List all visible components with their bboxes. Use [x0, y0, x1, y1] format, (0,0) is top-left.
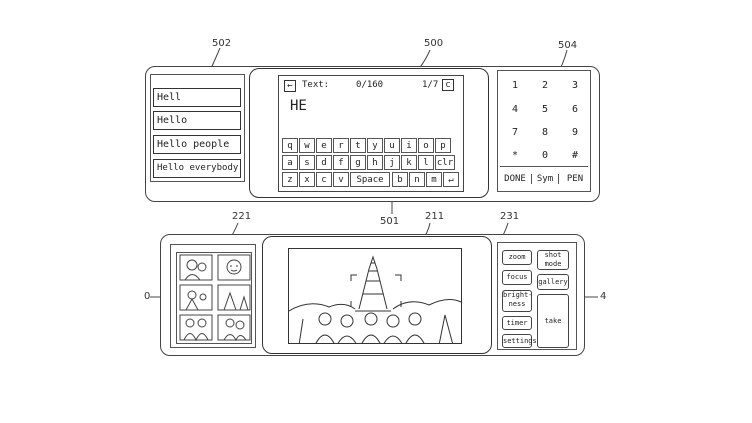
shot-mode-button[interactable]: shot mode [537, 250, 569, 270]
key[interactable]: a [282, 155, 298, 170]
gallery-button[interactable]: gallery [537, 274, 569, 290]
key[interactable]: d [316, 155, 332, 170]
preview-photo [289, 255, 461, 343]
ref-221: 221 [232, 211, 252, 222]
ref-211: 211 [425, 211, 445, 222]
numpad-key[interactable]: 6 [571, 104, 579, 115]
char-counter: 0/160 [356, 80, 384, 90]
numpad-key[interactable]: 5 [541, 104, 549, 115]
key[interactable]: k [401, 155, 417, 170]
text-label: Text: [302, 80, 330, 90]
thumbnail-images [179, 254, 251, 342]
key[interactable]: s [299, 155, 315, 170]
numpad-key[interactable]: 7 [511, 127, 519, 138]
key[interactable]: w [299, 138, 315, 153]
numpad-divider [500, 166, 588, 167]
clear-key[interactable]: clr [435, 155, 455, 170]
done-button[interactable]: DONE [504, 174, 526, 184]
key[interactable]: y [367, 138, 383, 153]
key[interactable]: u [384, 138, 400, 153]
thumbnail-image [217, 284, 251, 311]
camera-preview [288, 248, 462, 344]
thumbnail-image [217, 314, 251, 341]
ref-231: 231 [500, 211, 520, 222]
key[interactable]: r [333, 138, 349, 153]
thumbnail-image [217, 254, 251, 281]
key[interactable]: c [316, 172, 332, 187]
ref-right: 4 [600, 291, 607, 302]
key[interactable]: v [333, 172, 349, 187]
suggestion-item[interactable]: Hello people [153, 135, 241, 154]
close-icon[interactable]: c [442, 79, 454, 91]
numpad-key[interactable]: 4 [511, 104, 519, 115]
key[interactable]: n [409, 172, 425, 187]
numpad-key[interactable]: 0 [541, 150, 549, 161]
numpad-key[interactable]: 3 [571, 80, 579, 91]
back-arrow-icon[interactable]: ← [284, 80, 296, 92]
ref-504: 504 [558, 40, 578, 51]
thumbnail-image [179, 254, 213, 281]
focus-frame [350, 274, 402, 307]
typed-text[interactable]: HE [290, 98, 307, 114]
thumbnail-grid [176, 252, 252, 344]
brightness-button[interactable]: bright-ness [502, 290, 533, 312]
key[interactable]: b [392, 172, 408, 187]
zoom-button[interactable]: zoom [502, 250, 532, 265]
numpad-panel [497, 70, 591, 192]
suggestion-item[interactable]: Hello everybody [153, 159, 241, 178]
thumbnail-image [179, 284, 213, 311]
thumbnail-panel [170, 244, 256, 348]
thumbnail-image [179, 314, 213, 341]
ref-left: 0 [144, 291, 151, 302]
timer-button[interactable]: timer [502, 316, 532, 330]
numpad-key[interactable]: 9 [571, 127, 579, 138]
key[interactable]: i [401, 138, 417, 153]
focus-button[interactable]: focus [502, 270, 532, 285]
key[interactable]: o [418, 138, 434, 153]
key[interactable]: g [350, 155, 366, 170]
suggestion-item[interactable]: Hello [153, 111, 241, 130]
key[interactable]: t [350, 138, 366, 153]
page-indicator: 1/7 [422, 80, 439, 90]
key[interactable]: j [384, 155, 400, 170]
numpad-key[interactable]: 1 [511, 80, 519, 91]
key[interactable]: l [418, 155, 434, 170]
tower-outline [358, 255, 388, 310]
pen-button[interactable]: PEN [566, 174, 584, 184]
key[interactable]: q [282, 138, 298, 153]
key[interactable]: x [299, 172, 315, 187]
suggestion-item[interactable]: Hell [153, 88, 241, 107]
sym-button[interactable]: Sym [531, 174, 559, 184]
key[interactable]: e [316, 138, 332, 153]
key[interactable]: z [282, 172, 298, 187]
key[interactable]: m [426, 172, 442, 187]
key[interactable]: p [435, 138, 451, 153]
settings-button[interactable]: settings [502, 334, 537, 348]
numpad-key[interactable]: 8 [541, 127, 549, 138]
take-button[interactable]: take [537, 294, 569, 348]
ref-501: 501 [380, 216, 400, 227]
space-key[interactable]: Space [350, 172, 390, 187]
enter-key[interactable]: ↵ [443, 172, 459, 187]
key[interactable]: h [367, 155, 383, 170]
ref-502: 502 [212, 38, 232, 49]
key[interactable]: f [333, 155, 349, 170]
numpad-key[interactable]: # [571, 150, 579, 161]
ref-500: 500 [424, 38, 444, 49]
numpad-key[interactable]: * [511, 150, 519, 161]
numpad-key[interactable]: 2 [541, 80, 549, 91]
